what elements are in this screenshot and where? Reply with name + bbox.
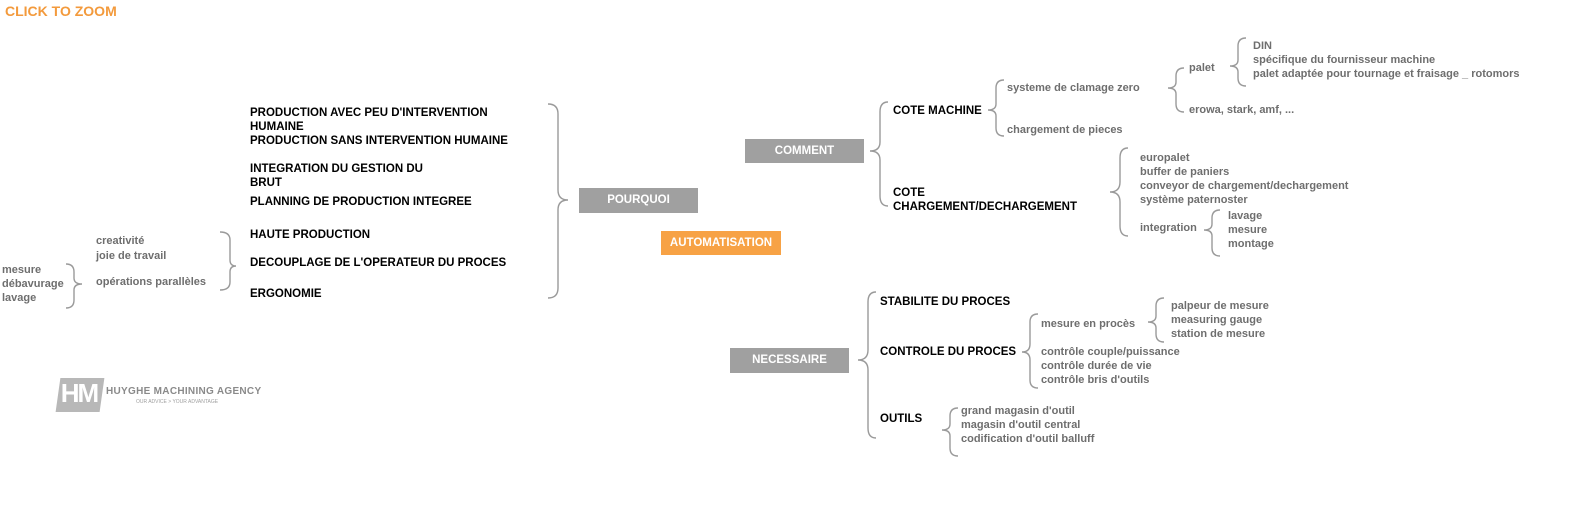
branch-node-pourquoi[interactable]: POURQUOI [579, 188, 698, 213]
cote-machine-label: COTE MACHINE [893, 105, 982, 117]
stabilite-label: STABILITE DU PROCES [880, 296, 1011, 308]
pourquoi-subitem: joie de travail [96, 250, 167, 262]
comment-brace [869, 101, 889, 207]
chargement-subitem: système paternoster [1140, 194, 1248, 206]
integration-subitem: mesure [1228, 224, 1268, 236]
palet-subitem: spécifique du fournisseur machine [1253, 54, 1436, 66]
pourquoi-item: INTEGRATION DU GESTION DU BRUT [250, 163, 423, 189]
mesure-subitem: measuring gauge [1171, 314, 1263, 326]
operations-brace [65, 263, 83, 309]
controle-subitem: contrôle couple/puissance [1041, 346, 1180, 358]
mesure-en-proces-label: mesure en procès [1041, 318, 1136, 330]
pourquoi-subitem: opérations parallèles [96, 276, 207, 288]
necessaire-brace [857, 291, 877, 439]
outils-brace [941, 407, 959, 457]
pourquoi-item: PLANNING DE PRODUCTION INTEGREE [250, 196, 472, 208]
controle-subitem: contrôle durée de vie [1041, 360, 1152, 372]
mesure-subitem: palpeur de mesure [1171, 300, 1269, 312]
integration-brace [1203, 209, 1221, 257]
chargement-pieces-label: chargement de pieces [1007, 124, 1123, 136]
cote-chargement-label: COTE CHARGEMENT/DECHARGEMENT [893, 187, 1077, 213]
pourquoi-item: ERGONOMIE [250, 288, 322, 300]
operations-subitem: lavage [2, 292, 37, 304]
din-brace [1229, 37, 1247, 87]
controle-brace [1021, 313, 1039, 389]
branch-node-comment[interactable]: COMMENT [745, 139, 864, 163]
branch-node-necessaire[interactable]: NECESSAIRE [730, 348, 849, 373]
click-to-zoom-link[interactable]: CLICK TO ZOOM [5, 3, 117, 19]
logo-monogram: HM [60, 378, 99, 408]
palet-subitem: DIN [1253, 40, 1272, 52]
operations-subitem: débavurage [2, 278, 64, 290]
outils-subitem: codification d'outil balluff [961, 433, 1095, 445]
outils-label: OUTILS [880, 413, 923, 425]
haute-production-brace [219, 231, 237, 291]
palet-brace [1167, 67, 1185, 113]
logo-name: HUYGHE MACHINING AGENCY [106, 386, 262, 397]
outils-subitem: grand magasin d'outil [961, 405, 1075, 417]
cote-machine-brace [987, 79, 1005, 137]
integration-subitem: montage [1228, 238, 1274, 250]
operations-subitem: mesure [2, 264, 42, 276]
chargement-subitem: conveyor de chargement/dechargement [1140, 180, 1349, 192]
erowa-label: erowa, stark, amf, ... [1189, 104, 1295, 116]
center-node-automatisation[interactable]: AUTOMATISATION [661, 231, 781, 255]
outils-subitem: magasin d'outil central [961, 419, 1081, 431]
controle-label: CONTROLE DU PROCES [880, 346, 1017, 358]
chargement-subitem: buffer de paniers [1140, 166, 1230, 178]
palet-subitem: palet adaptée pour tournage et fraisage … [1253, 68, 1520, 80]
chargement-subitem: europalet [1140, 152, 1190, 164]
integration-label: integration [1140, 222, 1197, 234]
controle-subitem: contrôle bris d'outils [1041, 374, 1150, 386]
mesure-subitem: station de mesure [1171, 328, 1266, 340]
pourquoi-item: DECOUPLAGE DE L'OPERATEUR DU PROCES [250, 257, 507, 269]
clamage-label: systeme de clamage zero [1007, 82, 1140, 94]
pourquoi-item: HAUTE PRODUCTION [250, 229, 371, 241]
cote-chargement-brace [1109, 147, 1129, 237]
mesure-en-proces-brace [1147, 297, 1165, 343]
integration-subitem: lavage [1228, 210, 1263, 222]
pourquoi-item: PRODUCTION AVEC PEU D'INTERVENTION HUMAI… [250, 107, 488, 133]
company-logo: HM HUYGHE MACHINING AGENCY OUR ADVICE > … [55, 376, 261, 418]
pourquoi-subitem: creativité [96, 235, 145, 247]
pourquoi-brace [547, 103, 569, 299]
palet-label: palet [1189, 62, 1215, 74]
pourquoi-item: PRODUCTION SANS INTERVENTION HUMAINE [250, 135, 508, 147]
logo-tagline: OUR ADVICE > YOUR ADVANTAGE [136, 399, 219, 405]
